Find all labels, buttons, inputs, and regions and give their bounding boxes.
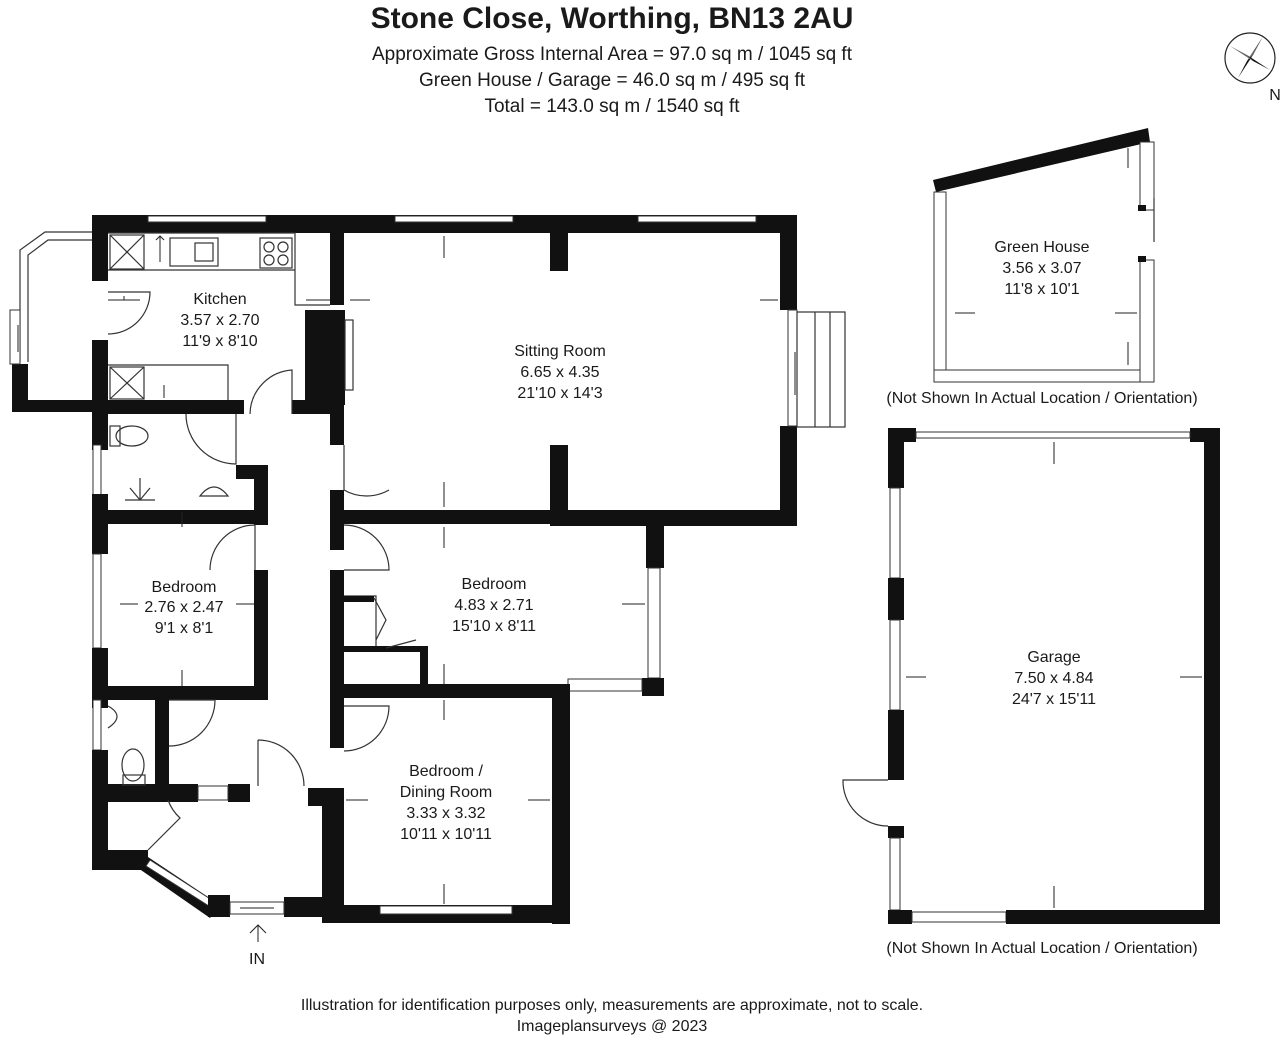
garage-walls (842, 428, 1220, 924)
room-garage: Garage 7.50 x 4.84 24'7 x 15'11 (1012, 649, 1096, 708)
room-metric: 7.50 x 4.84 (1014, 670, 1093, 687)
garage-location-note: (Not Shown In Actual Location / Orientat… (886, 940, 1197, 957)
room-imperial: 11'9 x 8'10 (182, 333, 257, 350)
entrance-label: IN (249, 951, 265, 968)
green-house-garage-area: Green House / Garage = 46.0 sq m / 495 s… (418, 70, 806, 91)
plan-title: Stone Close, Worthing, BN13 2AU (370, 2, 854, 35)
green-house-location-note: (Not Shown In Actual Location / Orientat… (886, 390, 1197, 407)
disclaimer-text: Illustration for identification purposes… (300, 997, 924, 1014)
room-name: Bedroom (152, 579, 217, 596)
room-bedroom-large: Bedroom 4.83 x 2.71 15'10 x 8'11 (452, 576, 536, 635)
room-metric: 2.76 x 2.47 (144, 599, 223, 616)
compass-icon (1224, 32, 1276, 84)
room-bedroom-small: Bedroom 2.76 x 2.47 9'1 x 8'1 (144, 579, 223, 637)
room-name: Sitting Room (514, 343, 606, 360)
room-metric: 4.83 x 2.71 (454, 597, 533, 614)
room-sitting-room: Sitting Room 6.65 x 4.35 21'10 x 14'3 (514, 343, 606, 402)
room-imperial: 9'1 x 8'1 (155, 620, 214, 637)
house-walls (9, 215, 846, 924)
dimension-arrows (17, 235, 796, 942)
green-house-walls (933, 128, 1155, 383)
room-imperial: 21'10 x 14'3 (517, 385, 602, 402)
room-name: Green House (994, 239, 1089, 256)
room-metric: 6.65 x 4.35 (520, 364, 599, 381)
bathroom-fixtures (107, 425, 230, 786)
room-name-line2: Dining Room (400, 784, 492, 801)
room-imperial: 11'8 x 10'1 (1004, 281, 1079, 298)
room-imperial: 15'10 x 8'11 (452, 618, 536, 635)
room-imperial: 24'7 x 15'11 (1012, 691, 1096, 708)
room-imperial: 10'11 x 10'11 (400, 826, 492, 843)
room-kitchen: Kitchen 3.57 x 2.70 11'9 x 8'10 (180, 291, 259, 350)
room-name: Garage (1027, 649, 1080, 666)
total-area: Total = 143.0 sq m / 1540 sq ft (484, 96, 740, 117)
room-name: Kitchen (193, 291, 246, 308)
room-green-house: Green House 3.56 x 3.07 11'8 x 10'1 (994, 239, 1089, 298)
room-metric: 3.33 x 3.32 (406, 805, 485, 822)
room-bedroom-dining: Bedroom / Dining Room 3.33 x 3.32 10'11 … (400, 763, 492, 843)
kitchen-fixtures (108, 232, 330, 400)
gross-internal-area: Approximate Gross Internal Area = 97.0 s… (371, 44, 852, 65)
room-name-line1: Bedroom / (409, 763, 483, 780)
room-name: Bedroom (462, 576, 527, 593)
copyright-text: Imageplansurveys @ 2023 (516, 1018, 708, 1035)
doors (107, 291, 417, 851)
compass-north-label: N (1269, 87, 1281, 104)
room-metric: 3.57 x 2.70 (180, 312, 259, 329)
room-metric: 3.56 x 3.07 (1002, 260, 1081, 277)
